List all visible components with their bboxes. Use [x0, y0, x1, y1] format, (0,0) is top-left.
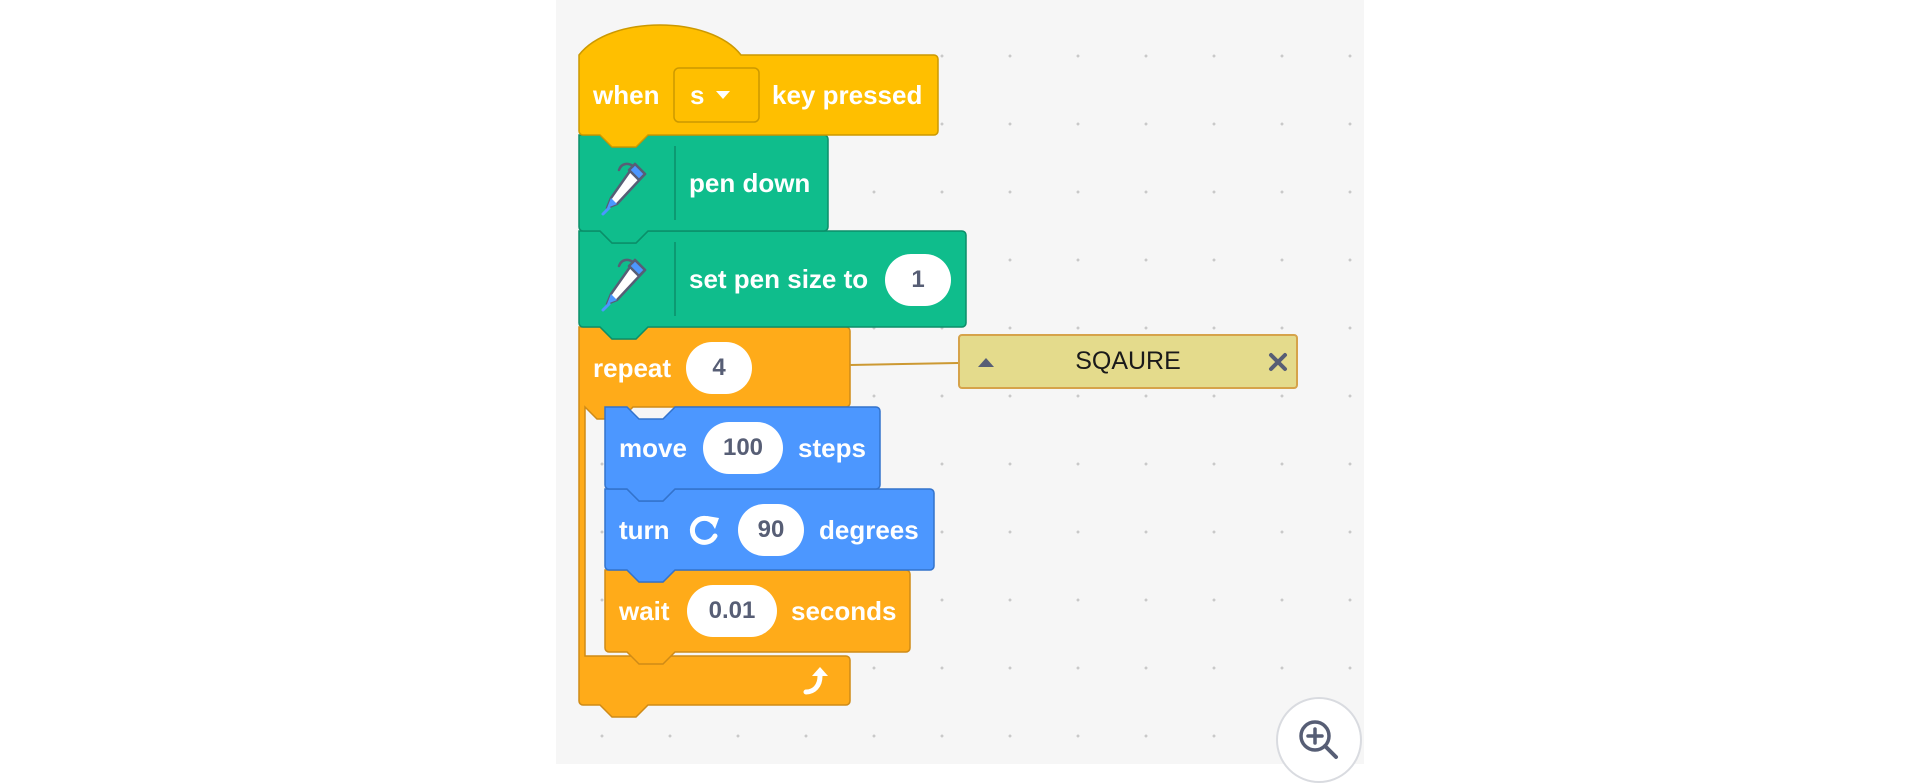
hat-when-label: when [593, 79, 660, 110]
comment-text[interactable]: SQAURE [1075, 347, 1181, 375]
move-label: move [619, 432, 687, 463]
key-dropdown-field[interactable] [673, 67, 760, 123]
zoom-in-icon [1299, 720, 1338, 759]
close-icon[interactable] [1267, 351, 1289, 373]
caret-up-icon[interactable] [976, 355, 996, 369]
loop-arrow-icon [803, 667, 828, 695]
repeat-block-shape[interactable] [578, 326, 851, 718]
degrees-label: degrees [819, 514, 919, 545]
wait-label: wait [619, 595, 670, 626]
pen-icon [601, 258, 647, 312]
repeat-count-input[interactable]: 4 [686, 342, 752, 394]
hat-key-pressed-label: key pressed [772, 79, 923, 110]
pen-size-input[interactable]: 1 [885, 254, 951, 306]
wait-seconds-input[interactable]: 0.01 [687, 585, 777, 637]
pen-icon [601, 162, 647, 216]
repeat-label: repeat [593, 352, 672, 383]
turn-label: turn [619, 514, 670, 545]
rotate-right-icon [689, 515, 719, 545]
script-stack [578, 24, 967, 718]
steps-label: steps [798, 432, 866, 463]
zoom-in-button[interactable] [1276, 697, 1362, 783]
caret-down-icon [716, 91, 731, 99]
turn-degrees-input[interactable]: 90 [738, 504, 804, 556]
key-dropdown[interactable]: s [690, 72, 732, 118]
set-pen-size-label: set pen size to [689, 263, 869, 294]
pen-down-label: pen down [689, 167, 811, 198]
comment-connector [849, 362, 959, 366]
move-steps-input[interactable]: 100 [703, 422, 783, 474]
seconds-label: seconds [791, 595, 897, 626]
comment-box[interactable]: SQAURE [958, 334, 1298, 389]
key-dropdown-value[interactable]: s [690, 79, 705, 110]
